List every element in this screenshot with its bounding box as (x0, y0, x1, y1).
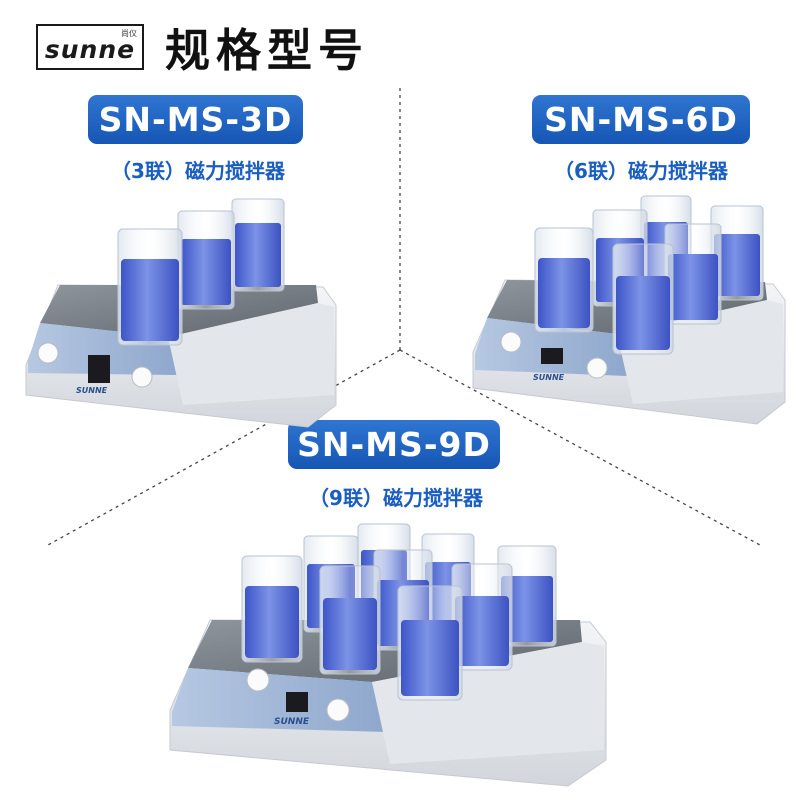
knob-right (131, 366, 153, 388)
model-subtitle-6d: （6联）磁力搅拌器 (554, 159, 728, 183)
device-brand-label: SUNNE (274, 717, 310, 727)
beaker (241, 555, 303, 663)
beaker (534, 227, 594, 333)
display-screen (541, 348, 563, 364)
model-badge-9d: SN-MS-9D (288, 420, 500, 469)
divider-right-diagonal (399, 349, 761, 546)
beaker (664, 223, 722, 325)
knob-left (500, 331, 522, 353)
device-brand-label: SUNNE (76, 386, 108, 395)
model-subtitle-3d: （3联）磁力搅拌器 (111, 159, 285, 183)
device-brand-label: SUNNE (533, 373, 565, 382)
knob-right (586, 357, 608, 379)
stirrer-9d-image: SUNNE (169, 523, 607, 787)
logo-wordmark: sunne (44, 35, 136, 64)
beakers (241, 523, 557, 701)
knob-right (326, 698, 350, 722)
beaker (397, 585, 463, 701)
stirrer-3d-image: SUNNE (25, 198, 337, 428)
page-title: 规格型号 (165, 24, 370, 77)
knob-left (37, 342, 59, 364)
display-screen (286, 692, 308, 712)
brand-logo: 尚仪 sunne (36, 24, 144, 70)
beaker (177, 210, 235, 310)
beakers (534, 195, 764, 355)
beakers (117, 198, 285, 346)
beaker (710, 205, 764, 301)
knob-left (246, 668, 270, 692)
stirrer-6d-image: SUNNE (472, 195, 786, 425)
model-badge-6d: SN-MS-6D (532, 95, 750, 144)
display-screen (88, 355, 110, 383)
logo-subtext: 尚仪 (121, 29, 137, 38)
model-subtitle-9d: （9联）磁力搅拌器 (309, 486, 483, 510)
model-badge-3d: SN-MS-3D (88, 95, 303, 144)
beaker (612, 243, 674, 355)
beaker (231, 198, 285, 292)
beaker (319, 565, 381, 675)
beaker (451, 563, 513, 671)
beaker (117, 228, 183, 346)
